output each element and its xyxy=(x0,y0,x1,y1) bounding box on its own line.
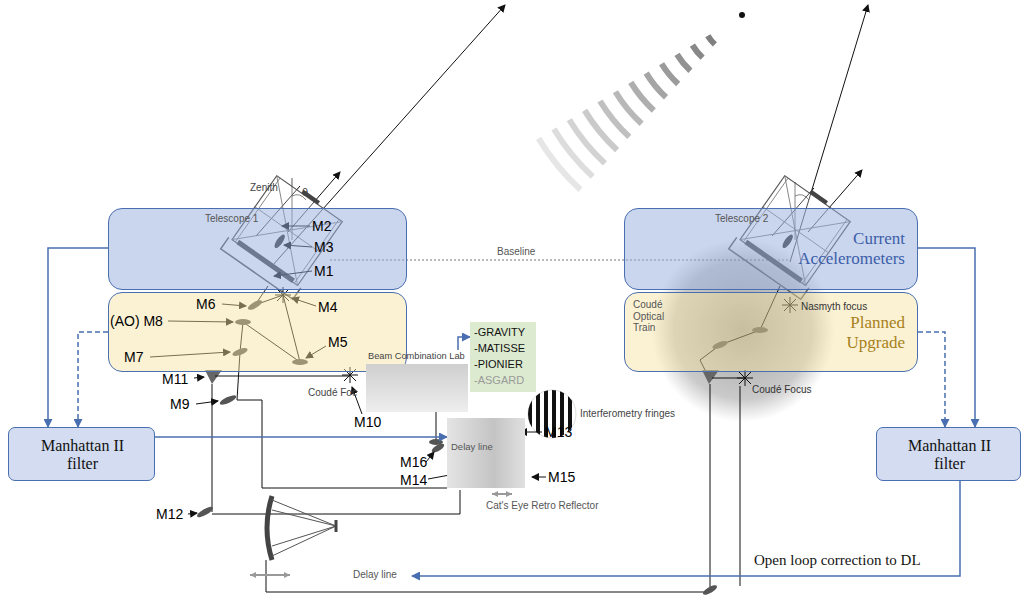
callout-number: M3 xyxy=(314,239,333,255)
coude-band: Coudé Optical Train Planned UpgradeNasmyt… xyxy=(624,292,918,372)
callout-number: M7 xyxy=(124,349,143,365)
delay-line: Delay line xyxy=(447,418,525,488)
node-text: Beam Combination Lab xyxy=(368,351,465,362)
node-text: Manhattan II filter xyxy=(28,437,138,474)
part-label: θ xyxy=(302,186,308,199)
part-label: Coudé Focus xyxy=(752,384,811,396)
filter-box: Manhattan II filter xyxy=(876,427,1021,481)
node-text: Coudé Optical Train xyxy=(633,299,689,334)
telescope-band: Telescope 1 xyxy=(108,208,407,290)
edge-label: Open loop correction to DL xyxy=(752,552,923,569)
telescope-band: Telescope 2 Current Accelerometers xyxy=(624,208,918,290)
beam-combination-lab: Beam Combination Lab xyxy=(366,350,468,412)
filter-box: Manhattan II filter xyxy=(8,427,155,481)
part-label: Interferometry fringes xyxy=(580,408,675,420)
node-text: Manhattan II filter xyxy=(895,437,1005,474)
part-label: Coudé Foc xyxy=(308,387,357,399)
node-text: -MATISSE xyxy=(474,342,525,355)
callout-number: M1 xyxy=(314,263,333,279)
callout-number: M14 xyxy=(400,472,427,488)
callout-number: M9 xyxy=(170,396,189,412)
node-text: Nasmyth focus xyxy=(801,301,867,313)
node-text: Delay line xyxy=(451,442,493,453)
connector-arrow xyxy=(458,337,470,350)
node-text: Telescope 2 xyxy=(715,213,768,225)
part-label: Cat's Eye Retro Reflector xyxy=(486,500,599,512)
node-text: -GRAVITY xyxy=(474,326,525,339)
connector-arrow xyxy=(918,332,945,427)
node-text: -PIONIER xyxy=(474,358,523,371)
callout-number: (AO) M8 xyxy=(110,313,163,329)
part-label: Baseline xyxy=(497,246,535,258)
callout-number: M12 xyxy=(156,506,183,522)
node-text: Current Accelerometers xyxy=(795,229,905,268)
part-label: Zenith xyxy=(250,182,278,194)
node-text: Telescope 1 xyxy=(205,213,258,225)
connector-arrow xyxy=(48,248,108,427)
delay-line: Delay line xyxy=(350,567,412,585)
callout-number: M15 xyxy=(548,469,575,485)
connector-arrow xyxy=(918,248,975,427)
node-text: -ASGARD xyxy=(474,374,524,387)
connector-arrow xyxy=(78,332,108,427)
coude-band xyxy=(108,292,407,372)
instrument-list: -GRAVITY -MATISSE -PIONIER -ASGARD xyxy=(470,322,536,392)
node-text: Delay line xyxy=(353,569,397,581)
callout-number: M6 xyxy=(196,296,215,312)
callout-number: M13 xyxy=(545,424,572,440)
callout-number: M5 xyxy=(328,334,347,350)
callout-number: M11 xyxy=(162,371,188,387)
callout-number: M4 xyxy=(318,299,337,315)
connector-arrow xyxy=(155,436,447,438)
callout-number: M10 xyxy=(354,414,381,430)
callout-number: M2 xyxy=(312,218,331,234)
callout-number: M16 xyxy=(400,454,427,470)
node-text: Planned Upgrade xyxy=(825,313,905,352)
connector-arrow xyxy=(412,481,960,576)
